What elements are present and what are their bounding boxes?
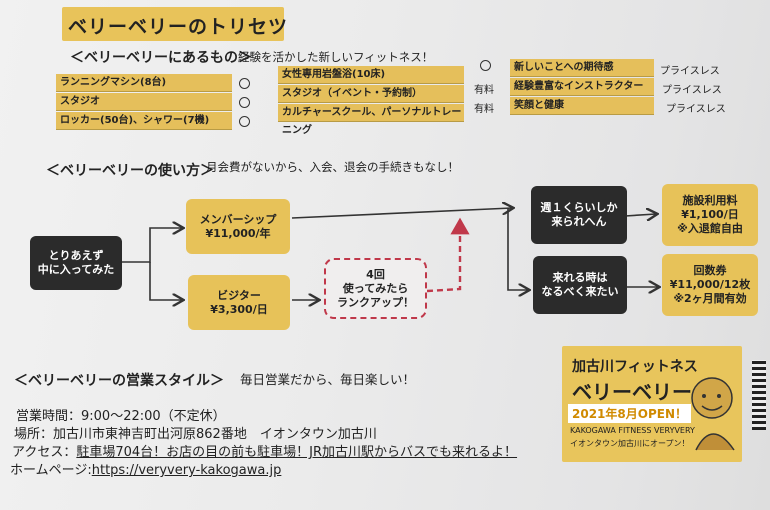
qr-code-icon [752, 360, 766, 430]
included-circle-icon [480, 60, 491, 71]
table-row-1-item: ランニングマシン(8台) [56, 74, 232, 92]
access-label: アクセス： [12, 445, 77, 460]
ad-english: KAKOGAWA FITNESS VERYVERY [570, 426, 695, 435]
flyer-title: ベリーベリーのトリセツ [68, 16, 289, 38]
price-label: 有料 [474, 85, 494, 96]
facility-fee-box: 施設利用料 ¥1,100/日 ※入退館自由 [662, 184, 758, 246]
rankup-label: 4回 使ってみたら ランクアップ！ [337, 267, 414, 309]
table-row-3-item: ロッカー(50台)、シャワー(7機) [56, 112, 232, 130]
homepage-link[interactable]: https://veryvery-kakogawa.jp [91, 463, 282, 478]
hours-text: 営業時間：9:00～22:00（不定休） [16, 409, 226, 424]
table-row-1-item: 新しいことへの期待感 [510, 59, 654, 77]
table-row-3-item: カルチャースクール、パーソナルトレーニング [278, 104, 464, 136]
title-highlight [62, 7, 284, 41]
membership-label: メンバーシップ ¥11,000/年 [199, 212, 277, 240]
homepage-row: ホームページ:https://veryvery-kakogawa.jp [10, 459, 281, 478]
price-label: 有料 [474, 104, 494, 115]
facility-table: ランニングマシン(8台) スタジオ ロッカー(50台)、シャワー(7機) 女性専… [56, 57, 756, 136]
anytime-label: 来れる時は なるべく来たい [541, 271, 619, 298]
table-row-2-item: スタジオ（イベント・予約制） [278, 85, 464, 103]
ad-open-badge: 2021年8月OPEN！ [568, 404, 691, 423]
section3-subtitle: 毎日営業だから、毎日楽しい！ [240, 372, 416, 387]
rankup-box: 4回 使ってみたら ランクアップ！ [324, 258, 427, 319]
visitor-label: ビジター ¥3,300/日 [210, 288, 268, 316]
included-circle-icon [239, 78, 250, 89]
membership-box: メンバーシップ ¥11,000/年 [186, 199, 290, 254]
access-row: アクセス：駐車場704台！お店の目の前も駐車場！JR加古川駅からバスでも来れるよ… [12, 441, 517, 460]
included-circle-icon [239, 97, 250, 108]
mascot-face-icon [691, 377, 735, 451]
section1-subtitle: 経験を活かした新しいフィットネス！ [238, 50, 434, 64]
table-row-2-item: スタジオ [56, 93, 232, 111]
included-circle-icon [239, 116, 250, 127]
flow-start-box: とりあえず 中に入ってみた [30, 236, 122, 290]
ticket-box: 回数券 ¥11,000/12枚 ※2ヶ月間有効 [662, 254, 758, 316]
section2-subtitle: 月会費がないから、入会、退会の手続きもなし！ [206, 160, 459, 174]
homepage-label: ホームページ: [10, 463, 92, 478]
flow-start-label: とりあえず 中に入ってみた [37, 249, 115, 276]
section3-heading: ＜ベリーベリーの営業スタイル＞ [14, 373, 224, 389]
ad-banner: 加古川フィットネス ベリーベリー 2021年8月OPEN！ KAKOGAWA F… [562, 346, 742, 462]
access-text: 駐車場704台！お店の目の前も駐車場！JR加古川駅からバスでも来れるよ！ [76, 445, 518, 460]
price-label: プライスレス [660, 66, 720, 77]
visitor-box: ビジター ¥3,300/日 [188, 275, 290, 330]
weekly-box: 週１くらいしか 来られへん [531, 186, 627, 244]
table-row-2-item: 経験豊富なインストラクター [510, 78, 654, 96]
weekly-label: 週１くらいしか 来られへん [540, 201, 618, 228]
price-label: プライスレス [666, 104, 726, 115]
address-text: 場所：加古川市東神吉町出河原862番地 イオンタウン加古川 [14, 427, 377, 442]
table-row-3-item: 笑顔と健康 [510, 97, 654, 115]
ad-japanese: イオンタウン加古川にオープン！ [570, 439, 690, 448]
ad-line2: ベリーベリー [572, 380, 692, 404]
ad-line1: 加古川フィットネス [572, 359, 698, 375]
section1-heading: ＜ベリーベリーにあるもの＞ [70, 50, 252, 66]
facility-fee-label: 施設利用料 ¥1,100/日 ※入退館自由 [677, 194, 743, 235]
section2-heading: ＜ベリーベリーの使い方＞ [46, 163, 214, 179]
anytime-box: 来れる時は なるべく来たい [533, 256, 627, 314]
table-row-1-item: 女性専用岩盤浴(10床) [278, 66, 464, 84]
price-label: プライスレス [662, 85, 722, 96]
ticket-label: 回数券 ¥11,000/12枚 ※2ヶ月間有効 [669, 264, 751, 305]
